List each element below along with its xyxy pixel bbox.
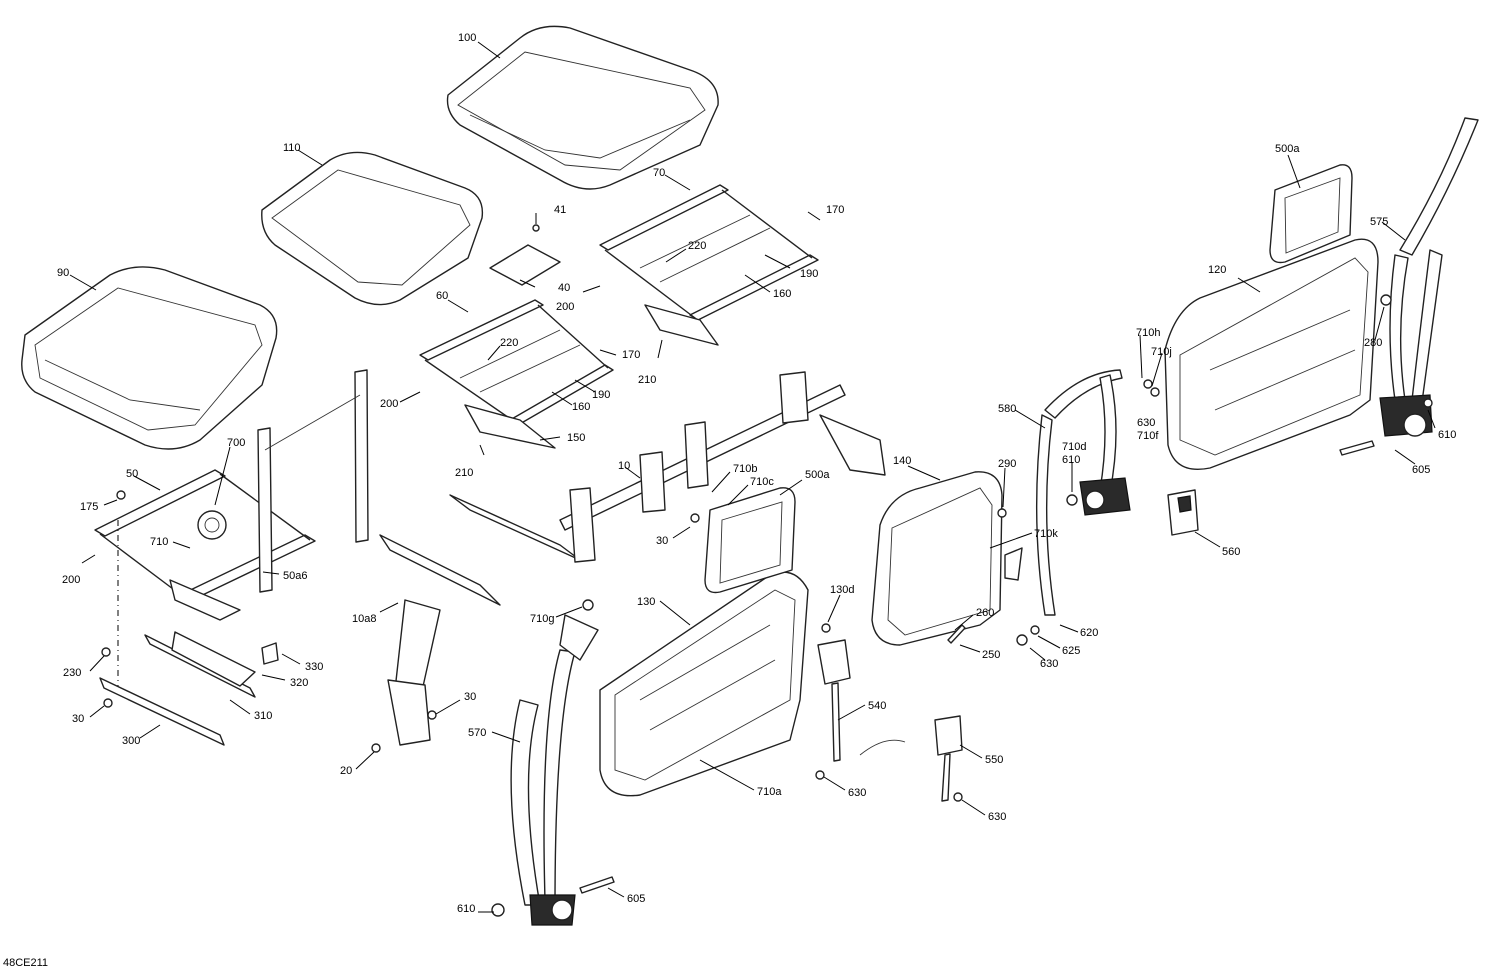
callout-175: 175 [80,501,98,513]
callout-610: 610 [1438,429,1456,441]
callout-280: 280 [1364,337,1382,349]
callout-605: 605 [1412,464,1430,476]
callout-630: 630 [1040,658,1058,670]
callout-10: 10 [618,460,630,472]
callout-710j: 710j [1151,346,1172,358]
hardware-bolts [101,294,1433,917]
callout-230: 230 [63,667,81,679]
callout-130: 130 [637,596,655,608]
callout-170: 170 [826,204,844,216]
callout-30: 30 [72,713,84,725]
rail-300 [99,677,225,746]
callout-290: 290 [998,458,1016,470]
callout-70: 70 [653,167,665,179]
callout-630: 630 [988,811,1006,823]
callout-710b: 710b [733,463,757,475]
callout-575: 575 [1370,216,1388,228]
seat-base-50 [94,369,369,621]
callout-120: 120 [1208,264,1226,276]
seat-back-140 [871,471,1003,646]
callout-60: 60 [436,290,448,302]
callout-710g: 710g [530,613,554,625]
callout-labels: 100 110 90 41 40 200 70 220 170 190 160 … [57,32,1456,915]
callout-620: 620 [1080,627,1098,639]
callout-710: 710 [150,536,168,548]
callout-220: 220 [500,337,518,349]
callout-41: 41 [554,204,566,216]
callout-580: 580 [998,403,1016,415]
buckle-550 [934,715,963,802]
callout-540: 540 [868,700,886,712]
callout-630: 630 [848,787,866,799]
callout-710f: 710f [1137,430,1159,442]
callout-50a6: 50a6 [283,570,307,582]
callout-200: 200 [62,574,80,586]
callout-40: 40 [558,282,570,294]
callout-700: 700 [227,437,245,449]
callout-500a: 500a [1275,143,1300,155]
callout-500a: 500a [805,469,830,481]
seat-belt-580 [1035,369,1131,616]
seat-cushion-100 [446,25,719,190]
headrest-500a-left [704,487,796,594]
callout-220: 220 [688,240,706,252]
buckle-540 [817,639,906,762]
callout-710c: 710c [750,476,774,488]
seat-cushion-90 [21,266,278,450]
seat-back-120 [1164,238,1379,470]
callout-90: 90 [57,267,69,279]
callout-710d: 710d [1062,441,1086,453]
callout-550: 550 [985,754,1003,766]
callout-190: 190 [800,268,818,280]
callout-210: 210 [638,374,656,386]
leader-lines [69,41,1436,913]
callout-570: 570 [468,727,486,739]
plate-40 [489,224,561,286]
callout-710k: 710k [1034,528,1058,540]
callout-200: 200 [380,398,398,410]
callout-250: 250 [982,649,1000,661]
callout-710a: 710a [757,786,782,798]
callout-190: 190 [592,389,610,401]
callout-630: 630 [1137,417,1155,429]
callout-100: 100 [458,32,476,44]
callout-260: 260 [976,607,994,619]
headrest-500a-right [1269,164,1353,264]
seat-belt-575 [1379,117,1479,437]
callout-710h: 710h [1136,327,1160,339]
callout-160: 160 [572,401,590,413]
callout-610: 610 [1062,454,1080,466]
rail-310 [144,631,279,698]
callout-605: 605 [627,893,645,905]
callout-110: 110 [283,142,301,154]
seat-frame-70 [599,184,819,346]
callout-130d: 130d [830,584,854,596]
callout-330: 330 [305,661,323,673]
callout-310: 310 [254,710,272,722]
seat-belt-570 [510,614,599,926]
callout-10a8: 10a8 [352,613,376,625]
callout-610: 610 [457,903,475,915]
callout-200: 200 [556,301,574,313]
callout-50: 50 [126,468,138,480]
callout-20: 20 [340,765,352,777]
main-frame-10 [379,371,886,746]
callout-560: 560 [1222,546,1240,558]
callout-160: 160 [773,288,791,300]
callout-150: 150 [567,432,585,444]
callout-170: 170 [622,349,640,361]
callout-140: 140 [893,455,911,467]
callout-320: 320 [290,677,308,689]
callout-210: 210 [455,467,473,479]
seat-frame-60 [419,299,614,449]
callout-30: 30 [464,691,476,703]
buckle-560 [1167,489,1199,536]
callout-300: 300 [122,735,140,747]
callout-30: 30 [656,535,668,547]
diagram-code: 48CE211 [3,957,48,969]
seat-cushion-110 [261,151,484,306]
callout-625: 625 [1062,645,1080,657]
